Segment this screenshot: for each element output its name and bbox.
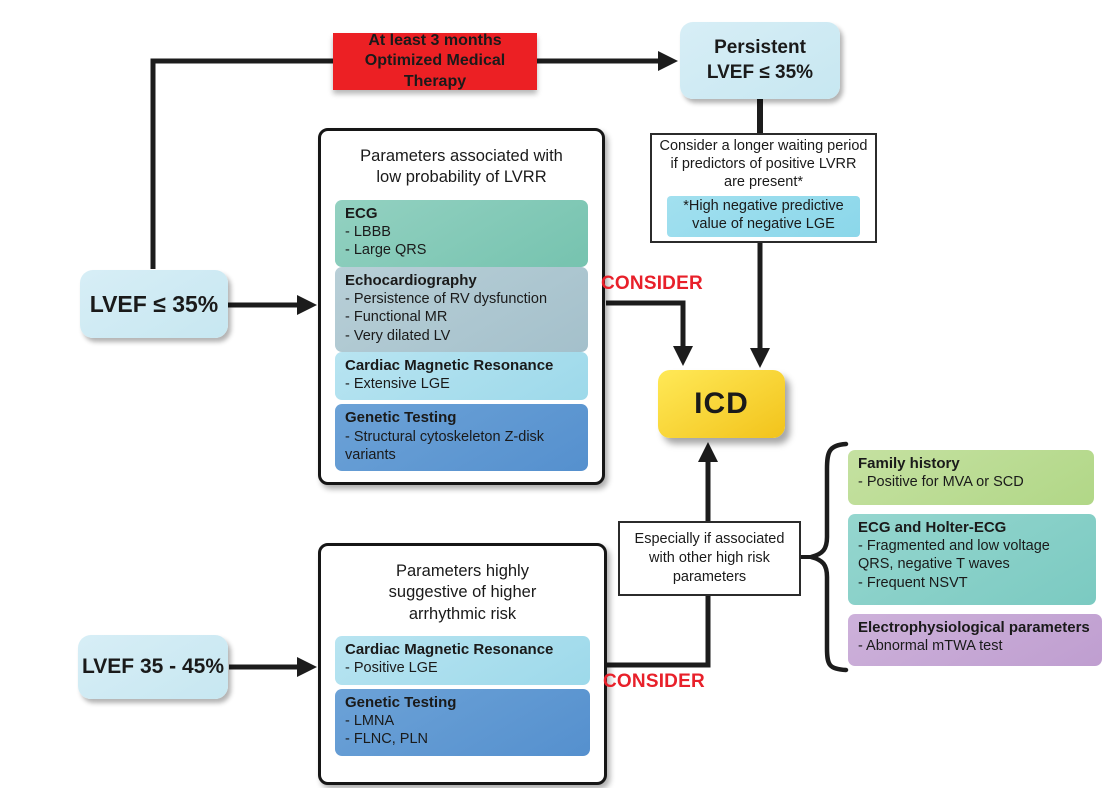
lvef-mid-label: LVEF 35 - 45% <box>82 655 224 678</box>
risk-box-ecg-holter: ECG and Holter-ECG - Fragmented and low … <box>848 514 1096 605</box>
panel-arrhythmic-title: Parameters highly suggestive of higher a… <box>388 562 537 623</box>
consider-label-bottom: CONSIDER <box>603 671 705 692</box>
omt-box: At least 3 months Optimized Medical Ther… <box>333 31 537 90</box>
section-ecg-header: ECG <box>345 204 378 222</box>
lvef-mid-box: LVEF 35 - 45% <box>78 635 228 699</box>
omt-line1: At least 3 months <box>368 31 502 49</box>
risk-holter-item: - Fragmented and low voltage QRS, negati… <box>858 538 1050 573</box>
risk-holter-item: - Frequent NSVT <box>858 574 968 591</box>
connector-panel1-to-icd <box>606 300 686 349</box>
risk-electro-header: Electrophysiological parameters <box>858 619 1090 636</box>
section-cmr2-item: - Positive LGE <box>345 660 438 677</box>
persistent-line1: Persistent <box>714 36 806 58</box>
lvef-low-box: LVEF ≤ 35% <box>80 270 228 338</box>
risk-electro-item: - Abnormal mTWA test <box>858 638 1003 655</box>
arrowhead-persistent <box>658 51 678 71</box>
lvef-low-label: LVEF ≤ 35% <box>89 290 219 317</box>
section-genetic2-item: - FLNC, PLN <box>345 731 428 748</box>
section-genetic-item: - Structural cytoskeleton Z-disk variant… <box>345 428 545 463</box>
section-genetic-header: Genetic Testing <box>345 409 457 427</box>
arrowhead-panel2 <box>297 657 317 677</box>
section-echo-item: - Persistence of RV dysfunction <box>345 290 548 307</box>
risk-box-family-history: Family history - Positive for MVA or SCD <box>848 450 1094 505</box>
persistent-lvef-box: Persistent LVEF ≤ 35% <box>680 22 840 99</box>
panel-low-lvrr-title: Parameters associated with low probabili… <box>360 147 563 187</box>
waiting-note-highlight: *High negative predictive value of negat… <box>667 195 860 237</box>
section-echo-item: - Very dilated LV <box>345 327 451 344</box>
connector-lvef-to-omt <box>150 58 335 269</box>
section-cmr2: Cardiac Magnetic Resonance - Positive LG… <box>335 636 590 685</box>
section-ecg-item: - LBBB <box>345 223 391 240</box>
waiting-note-text: Consider a longer waiting period if pred… <box>659 138 868 191</box>
section-cmr: Cardiac Magnetic Resonance - Extensive L… <box>335 352 588 401</box>
especially-box: Especially if associated with other high… <box>618 521 801 596</box>
section-genetic2-header: Genetic Testing <box>345 693 457 711</box>
arrowhead-icd-left <box>673 346 693 366</box>
brace <box>810 441 849 673</box>
section-cmr2-header: Cardiac Magnetic Resonance <box>345 641 554 659</box>
section-cmr-header: Cardiac Magnetic Resonance <box>345 357 554 374</box>
waiting-note-box: Consider a longer waiting period if pred… <box>650 133 877 243</box>
section-cmr-item: - Extensive LGE <box>345 376 450 393</box>
panel-low-lvrr: Parameters associated with low probabili… <box>318 128 605 485</box>
risk-family-header: Family history <box>858 455 960 472</box>
icd-label: ICD <box>694 387 749 420</box>
section-genetic2: Genetic Testing - LMNA - FLNC, PLN <box>335 688 590 756</box>
section-genetic2-item: - LMNA <box>345 712 395 729</box>
persistent-line2: LVEF ≤ 35% <box>706 61 814 83</box>
section-echo-header: Echocardiography <box>345 271 477 289</box>
section-genetic: Genetic Testing - Structural cytoskeleto… <box>335 404 588 472</box>
risk-holter-header: ECG and Holter-ECG <box>858 519 1007 536</box>
arrowhead-panel1 <box>297 295 317 315</box>
arrowhead-icd-right <box>750 348 770 368</box>
consider-label-top: CONSIDER <box>601 273 703 294</box>
section-echo-item: - Functional MR <box>345 309 448 326</box>
risk-box-electrophysiological: Electrophysiological parameters - Abnorm… <box>848 614 1102 666</box>
section-ecg: ECG - LBBB - Large QRS <box>335 199 588 267</box>
especially-text: Especially if associated with other high… <box>634 531 785 585</box>
panel-arrhythmic: Parameters highly suggestive of higher a… <box>318 543 607 785</box>
arrowhead-icd-bottom <box>698 442 718 462</box>
icd-box: ICD <box>658 370 785 438</box>
section-echo: Echocardiography - Persistence of RV dys… <box>335 266 588 352</box>
section-ecg-item: - Large QRS <box>345 242 427 259</box>
risk-family-item: - Positive for MVA or SCD <box>858 474 1024 491</box>
omt-line2: Optimized Medical Therapy <box>364 52 506 90</box>
